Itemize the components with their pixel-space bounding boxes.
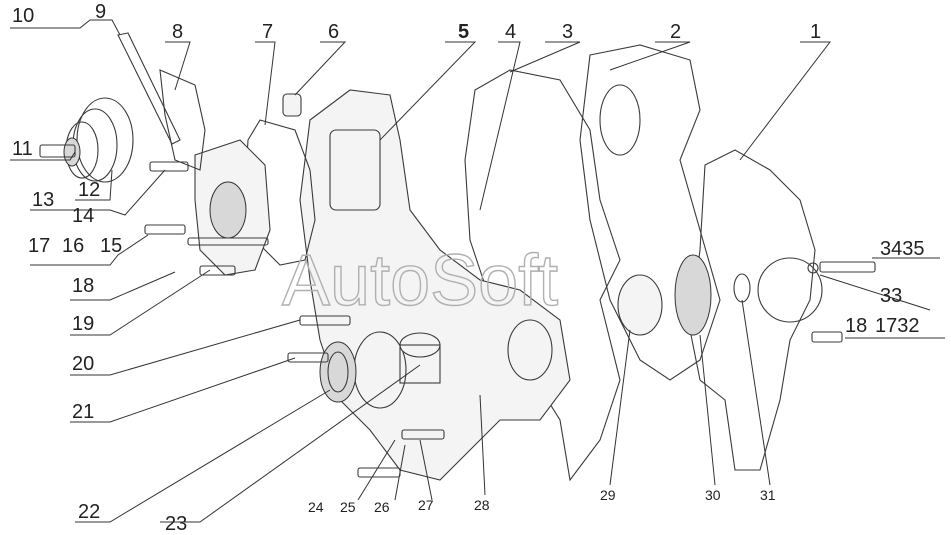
callout-1732: 1732	[875, 315, 920, 337]
part-housing-port	[507, 319, 553, 381]
part-filter-body	[399, 344, 441, 384]
part-bolt-21	[287, 352, 329, 363]
part-thrust-washer	[733, 273, 751, 303]
part-rear-plate-opening	[757, 257, 823, 323]
part-pulley-outer	[76, 97, 134, 183]
part-rear-gasket-plate	[689, 149, 816, 471]
callout-3435: 3435	[880, 238, 925, 260]
callout-10: 10	[12, 5, 34, 27]
callout-16: 16	[62, 235, 84, 257]
callout-30: 30	[705, 487, 721, 503]
callout-2: 2	[670, 21, 681, 43]
leader-lines	[10, 19, 945, 523]
part-pulley-hub	[63, 137, 81, 167]
part-timing-plate	[579, 44, 721, 381]
part-bushing	[282, 93, 302, 117]
callout-22: 22	[78, 501, 100, 523]
callout-21: 21	[72, 401, 94, 423]
callout-23: 23	[165, 513, 187, 535]
part-washer-33	[807, 262, 819, 274]
callout-18-right: 18	[845, 315, 867, 337]
callout-8: 8	[172, 21, 183, 43]
callout-28: 28	[474, 497, 490, 513]
part-pulley-mid	[72, 108, 118, 182]
part-bolt-24	[357, 467, 401, 478]
callout-11: 11	[12, 138, 33, 160]
part-idler-hub	[617, 274, 663, 336]
part-bolt-15	[144, 224, 186, 235]
callout-7: 7	[262, 21, 273, 43]
callout-9: 9	[95, 1, 106, 23]
callout-24: 24	[308, 499, 324, 515]
callout-18: 18	[72, 275, 94, 297]
callout-33: 33	[880, 285, 902, 307]
part-housing-pocket	[329, 129, 381, 211]
watermark: AutoSoft	[282, 241, 558, 321]
callout-labels: 10 9 8 7 6 5 4 3 2 1 11 12 13 14 17 16 1…	[12, 1, 925, 535]
callout-20: 20	[72, 353, 94, 375]
part-bolt-11	[39, 144, 76, 158]
part-front-seal-bore	[209, 181, 247, 239]
callout-25: 25	[340, 499, 356, 515]
callout-1: 1	[810, 21, 821, 43]
callout-13: 13	[32, 189, 54, 211]
callout-27: 27	[418, 497, 434, 513]
callout-3: 3	[562, 21, 573, 43]
part-rod	[117, 32, 181, 145]
part-bolt-1732	[811, 331, 843, 343]
part-bolt-3435	[819, 261, 876, 273]
callout-6: 6	[328, 21, 339, 43]
part-bolt-14	[149, 161, 189, 172]
callout-15: 15	[100, 235, 122, 257]
callout-26: 26	[374, 499, 390, 515]
callout-29: 29	[600, 487, 616, 503]
callout-5: 5	[458, 21, 469, 43]
callout-17: 17	[28, 235, 50, 257]
part-stud-18	[187, 237, 269, 246]
part-oil-seal-inner	[327, 351, 349, 393]
callout-12: 12	[78, 179, 100, 201]
part-bolt-27	[401, 429, 445, 440]
callout-31: 31	[760, 487, 776, 503]
part-timing-plate-bore	[599, 84, 641, 156]
part-idler-gear	[674, 254, 712, 336]
part-bracket	[159, 69, 206, 171]
part-bolt-19	[199, 265, 236, 276]
callout-19: 19	[72, 313, 94, 335]
callout-4: 4	[505, 21, 516, 43]
callout-14: 14	[72, 205, 94, 227]
part-oil-seal	[319, 341, 357, 403]
